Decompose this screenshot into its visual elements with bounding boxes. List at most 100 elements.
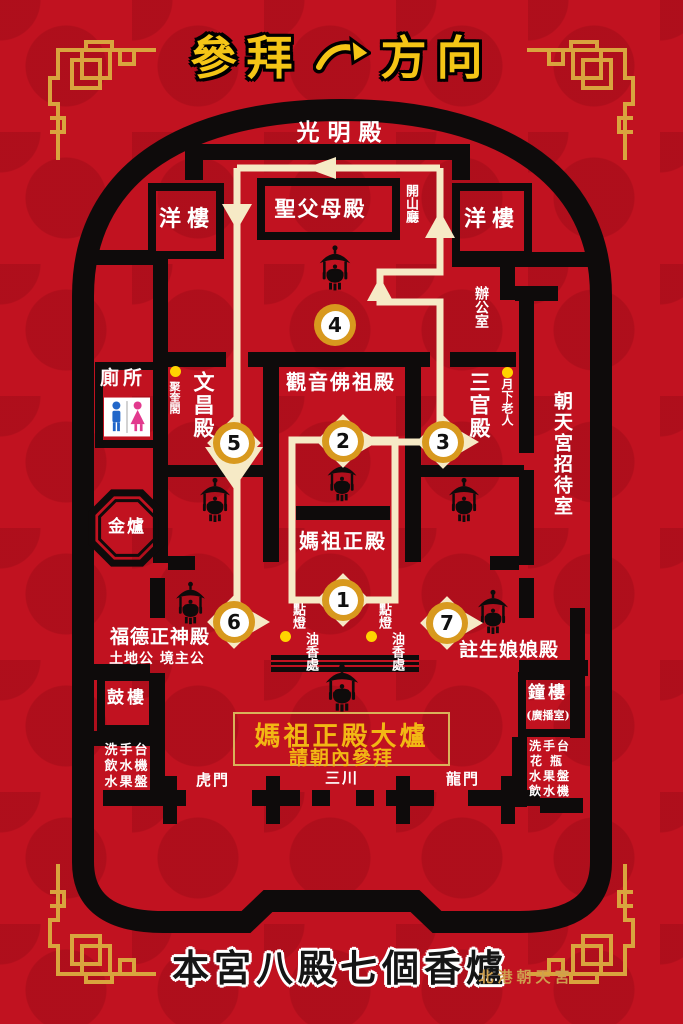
wall [83, 250, 153, 265]
label-yuexialaoren: 月下老人 [500, 378, 514, 426]
wall [83, 731, 152, 746]
facility-right-row: 洗手台 [528, 739, 571, 753]
label-youxiangchu-left: 油香處 [303, 632, 318, 671]
hall-label-zhonglou: 鐘樓 [528, 683, 568, 703]
footer-caption: 本宮八殿七個香爐 [172, 946, 508, 990]
gate-label-sanchuan: 三川 [324, 769, 359, 787]
yellow-dot-jukuige [170, 366, 181, 377]
corner-ornament-top-right [527, 40, 635, 160]
wall [150, 578, 165, 618]
marker-number: 6 [219, 607, 249, 637]
label-jinlu: 金爐 [108, 517, 146, 537]
wall [263, 367, 279, 562]
hall-label-guanyin: 觀音佛祖殿 [286, 370, 396, 394]
room-label-bangongshi: 辦公室 [473, 286, 489, 328]
marker-number: 4 [320, 310, 350, 340]
marker-number: 3 [428, 427, 458, 457]
wall [512, 737, 527, 807]
hall-label-shengfumu: 聖父母殿 [274, 196, 367, 221]
female-icon [130, 401, 145, 432]
notice-line1: 媽祖正殿大爐 [254, 722, 429, 752]
toilet-icon [104, 397, 150, 437]
wall [450, 352, 516, 367]
gate-label-humen: 虎門 [195, 771, 230, 789]
label-diandeng-left: 點燈 [290, 603, 305, 629]
hall-label-yanglou-left: 洋樓 [158, 206, 215, 232]
hall-label-mazu: 媽祖正殿 [299, 529, 387, 553]
incense-burner-icon [319, 245, 351, 291]
incense-burner-icon [478, 589, 508, 634]
room-label-cesuo: 廁所 [99, 367, 146, 389]
label-jukuige: 聚奎閣 [168, 381, 181, 414]
gate-wall [356, 790, 374, 806]
corner-ornament-bottom-right [527, 864, 635, 984]
wall [185, 144, 470, 160]
wall [490, 556, 519, 570]
page-title: 參拜 方向 [0, 22, 683, 88]
hall-label-guangming: 光明殿 [296, 119, 390, 146]
worship-direction-arrow-icon [312, 35, 371, 74]
title-suffix: 方向 [380, 31, 493, 85]
wall [168, 556, 195, 570]
label-youxiangchu-right: 油香處 [389, 632, 404, 671]
wall [185, 160, 203, 180]
notice-line2: 請朝內參拜 [288, 747, 394, 769]
wall [540, 798, 583, 813]
yellow-dot-yuexialaoren [502, 367, 513, 378]
incense-burner-icon [327, 458, 357, 502]
marker-number: 2 [328, 426, 358, 456]
bell-tower-room [518, 672, 578, 737]
west-tower-room [148, 183, 224, 259]
marker-number: 7 [432, 608, 462, 638]
marker-number: 1 [328, 585, 358, 615]
gate-pillar [163, 776, 177, 824]
toilet-room [95, 362, 165, 448]
golden-furnace-octagon [88, 489, 166, 567]
hall-sublabel-fude: 土地公 境主公 [109, 651, 205, 667]
main-censer-notice-box [233, 712, 450, 766]
altar-wall [296, 506, 390, 520]
incense-burner-icon [176, 581, 205, 625]
hall-sublabel-zhonglou: (廣播室) [526, 709, 570, 722]
yellow-dot-youxiang-right [366, 631, 377, 642]
wall [405, 367, 421, 562]
yellow-dot-youxiang-left [280, 631, 291, 642]
facility-left-row: 水果盤 [104, 775, 150, 790]
wall [150, 673, 165, 790]
facility-left-row: 飲水機 [104, 759, 150, 774]
label-diandeng-right: 點燈 [376, 603, 391, 629]
gate-pillar [266, 776, 280, 824]
path-arrow-up-small [367, 277, 393, 301]
temple-credit: 北港朝天宮 [478, 968, 574, 986]
wall [452, 160, 470, 180]
facility-right-row: 花瓶 [529, 754, 570, 768]
hall-label-yanglou-right: 洋樓 [463, 206, 520, 232]
room-label-zhaodaishi: 朝天宮招待室 [551, 391, 573, 517]
wall [519, 470, 534, 565]
wall [452, 252, 601, 267]
title-prefix: 參拜 [190, 31, 303, 85]
front-steps-wall [271, 655, 419, 672]
path-arrow-up [425, 211, 455, 238]
hall-label-fude: 福德正神殿 [109, 626, 210, 648]
hall-label-kaishanting: 開山廳 [403, 184, 418, 223]
male-icon [112, 401, 121, 432]
wall [519, 578, 534, 618]
gate-pillar [396, 776, 410, 824]
gate-pillar [501, 776, 515, 824]
holy-parents-hall-room [257, 178, 400, 240]
hall-label-wenchang: 文昌殿 [191, 371, 216, 440]
facility-left-row: 洗手台 [104, 743, 150, 758]
corner-ornament-top-left [48, 40, 156, 160]
path-arrow-down [222, 204, 252, 230]
incense-burner-icon [449, 477, 479, 522]
facility-right-row: 飲水機 [528, 784, 571, 798]
gate-wall [312, 790, 330, 806]
gate-label-longmen: 龍門 [445, 770, 480, 788]
wall [519, 300, 534, 453]
wall [421, 465, 524, 477]
path-arrow-left [306, 157, 336, 179]
